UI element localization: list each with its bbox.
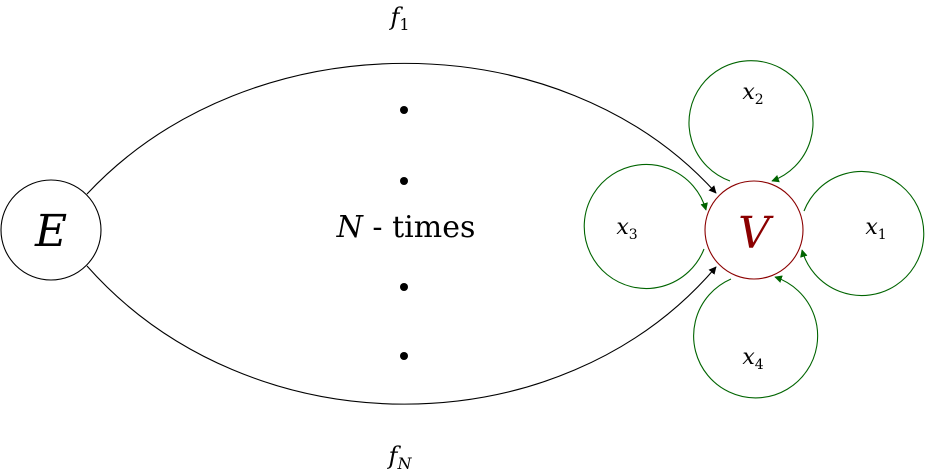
loop-label-x3: x3 — [616, 215, 637, 243]
loop-x2 — [688, 60, 814, 183]
loop-label-x4: x4 — [742, 345, 763, 373]
node-e-label: E — [34, 206, 67, 257]
loop-x4 — [693, 275, 819, 399]
loop-x1 — [800, 171, 925, 296]
loop-label-x2: x2 — [742, 80, 763, 108]
n-times-label: N - times — [336, 210, 476, 245]
edge-fn — [86, 265, 717, 405]
dot — [400, 177, 408, 185]
edge-label-fn: fN — [387, 442, 413, 473]
dot — [400, 283, 408, 291]
edge-f1 — [86, 62, 717, 195]
dot — [400, 106, 408, 114]
node-e — [0, 179, 102, 281]
node-v-label: V — [738, 208, 774, 259]
edge-label-f1: f1 — [388, 3, 409, 34]
node-v — [704, 180, 804, 280]
dot — [400, 352, 408, 360]
loop-x3 — [583, 164, 708, 289]
loop-label-x1: x1 — [865, 215, 886, 243]
